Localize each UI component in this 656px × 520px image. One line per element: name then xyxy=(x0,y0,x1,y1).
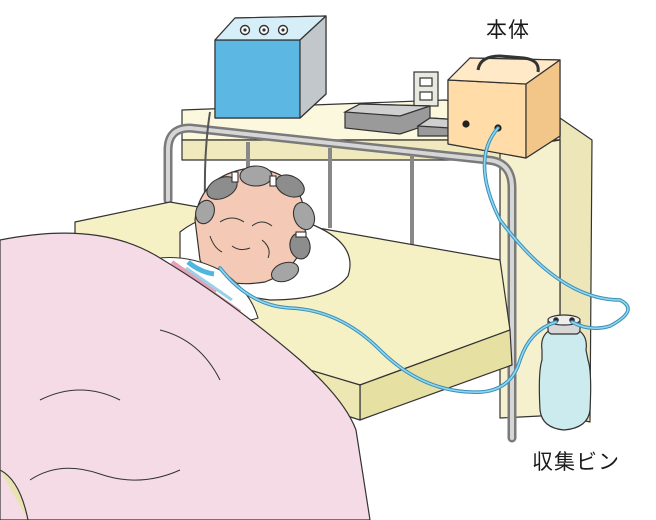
headboard-frame-highlight xyxy=(166,125,514,440)
main-unit xyxy=(447,54,561,159)
blanket xyxy=(0,232,371,520)
control-box xyxy=(214,15,327,119)
wall-outlet xyxy=(413,71,439,107)
patient-head xyxy=(194,165,316,285)
face-lines xyxy=(209,217,273,259)
main-unit-label: 本体 xyxy=(486,18,530,42)
control-knob-centers xyxy=(243,28,285,32)
suction-tubes-highlight xyxy=(219,127,629,393)
collection-bottle-label: 収集ビン xyxy=(532,450,620,474)
bed-footboard xyxy=(0,469,29,520)
control-box-cable xyxy=(203,111,211,201)
hair-curlers xyxy=(195,165,316,283)
